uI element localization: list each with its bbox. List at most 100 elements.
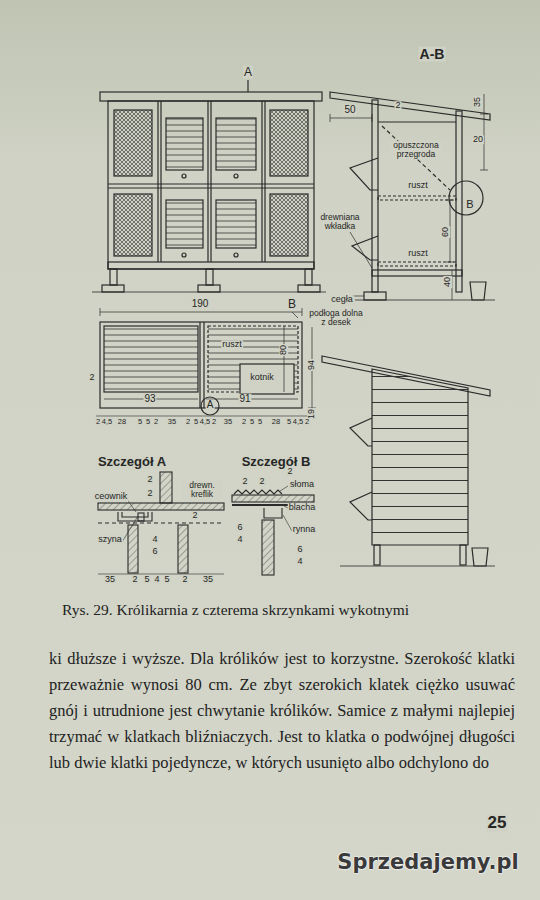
front-view-stroke — [182, 174, 186, 178]
dimension: 28 — [271, 418, 281, 426]
front-view-stroke — [298, 285, 320, 292]
plan-view-stroke — [240, 364, 294, 394]
plan-view-stroke — [201, 397, 219, 415]
front-view-stroke — [270, 194, 308, 256]
dimension: 2 — [146, 489, 153, 498]
dimension: 6 — [236, 523, 243, 532]
plan-view-stroke — [308, 322, 316, 420]
section-view-stroke — [449, 181, 483, 215]
dimension: 2 — [88, 373, 95, 382]
detail-b-stroke — [264, 508, 282, 518]
side-elevation-stroke — [472, 548, 488, 566]
dimension: 2 — [146, 475, 153, 484]
dimension: 2 — [241, 418, 247, 426]
front-view-stroke — [210, 101, 211, 262]
part-label: drewn. kreflik — [181, 481, 223, 499]
front-view-stroke — [234, 174, 238, 178]
part-label: A — [206, 400, 215, 411]
dimension: 2 — [185, 418, 191, 426]
front-view-stroke — [198, 285, 220, 292]
part-label: słoma — [289, 480, 315, 489]
plan-view — [96, 308, 316, 420]
detail-a-stroke — [122, 516, 138, 542]
dimension: 2 — [286, 467, 293, 476]
section-view-stroke — [470, 282, 486, 300]
side-elevation — [322, 356, 495, 566]
front-view-stroke — [92, 292, 326, 293]
part-label: ruszt — [407, 249, 429, 258]
front-view-stroke — [166, 118, 203, 170]
part-label: podłoga dolna z desek — [305, 309, 367, 327]
dimension: 4,5 — [101, 418, 113, 426]
plan-view-stroke — [96, 416, 310, 417]
section-view-stroke — [378, 196, 456, 200]
dimension: 4,5 — [199, 418, 211, 426]
part-label: kotnik — [249, 373, 275, 382]
part-label: B — [287, 298, 297, 311]
section-view-stroke — [456, 111, 462, 292]
section-view-stroke — [372, 100, 378, 292]
dimension: 4 — [296, 557, 303, 566]
page-number: 25 — [487, 814, 508, 832]
front-view-stroke — [216, 118, 256, 170]
detail-a-stroke — [160, 472, 172, 503]
front-view-stroke — [166, 200, 203, 248]
front-view-stroke — [182, 253, 186, 257]
front-view-stroke — [247, 80, 248, 92]
dimension: 91 — [238, 394, 251, 405]
side-elevation-stroke — [350, 418, 372, 446]
front-view-stroke — [110, 269, 117, 285]
dimension: 60 — [441, 226, 450, 238]
dimension: 2 — [211, 418, 217, 426]
side-elevation-stroke — [460, 545, 466, 565]
front-view-stroke — [261, 101, 262, 262]
front-view-stroke — [108, 101, 314, 269]
detail-a-stroke — [128, 525, 138, 573]
dimension: 50 — [343, 105, 356, 116]
dimension: 190 — [191, 299, 210, 310]
plan-view-stroke — [199, 322, 200, 408]
part-label: ruszt — [407, 181, 429, 190]
dimension: 5 — [249, 418, 255, 426]
front-view-stroke — [216, 200, 256, 248]
dimension: 35 — [202, 575, 214, 584]
part-label: ruszt — [221, 340, 243, 349]
section-view-stroke — [352, 296, 364, 297]
dimension: 20 — [472, 135, 484, 144]
plan-view-stroke — [203, 322, 204, 408]
detail-b-stroke — [234, 490, 282, 494]
part-label: A-B — [419, 47, 446, 62]
dimension: 4 — [153, 575, 160, 584]
side-elevation-stroke — [340, 566, 495, 567]
dimension: 80 — [279, 344, 288, 356]
detail-b-stroke — [232, 504, 290, 506]
section-view-stroke — [350, 232, 372, 268]
section-view-stroke — [378, 121, 456, 122]
detail-a-stroke — [138, 513, 144, 521]
part-label: cegła — [330, 295, 354, 304]
dimension: 5 — [137, 418, 143, 426]
dimension: 5 — [257, 418, 263, 426]
detail-a — [98, 472, 224, 574]
dimension: 35 — [167, 418, 177, 426]
front-view-stroke — [234, 253, 238, 257]
front-view — [92, 80, 326, 292]
dimension: 28 — [117, 418, 127, 426]
watermark: Sprzedajemy.pl — [336, 851, 519, 873]
dimension: 5 — [143, 575, 150, 584]
front-view-stroke — [264, 101, 265, 262]
side-elevation-stroke — [374, 545, 380, 565]
part-label: Szczegół B — [241, 455, 312, 469]
front-view-stroke — [114, 110, 152, 176]
section-view-stroke — [378, 262, 456, 266]
dimension: 2 — [258, 477, 265, 486]
dimension: 4,5 — [292, 418, 304, 426]
part-label: Szczegół A — [97, 455, 167, 469]
dimension: 93 — [143, 394, 156, 405]
detail-b-stroke — [262, 520, 274, 575]
section-view-stroke — [355, 300, 495, 301]
part-label: blacha — [288, 503, 317, 512]
detail-a-stroke — [98, 522, 224, 523]
detail-a-stroke — [118, 512, 152, 521]
dimension: 35 — [473, 96, 482, 108]
